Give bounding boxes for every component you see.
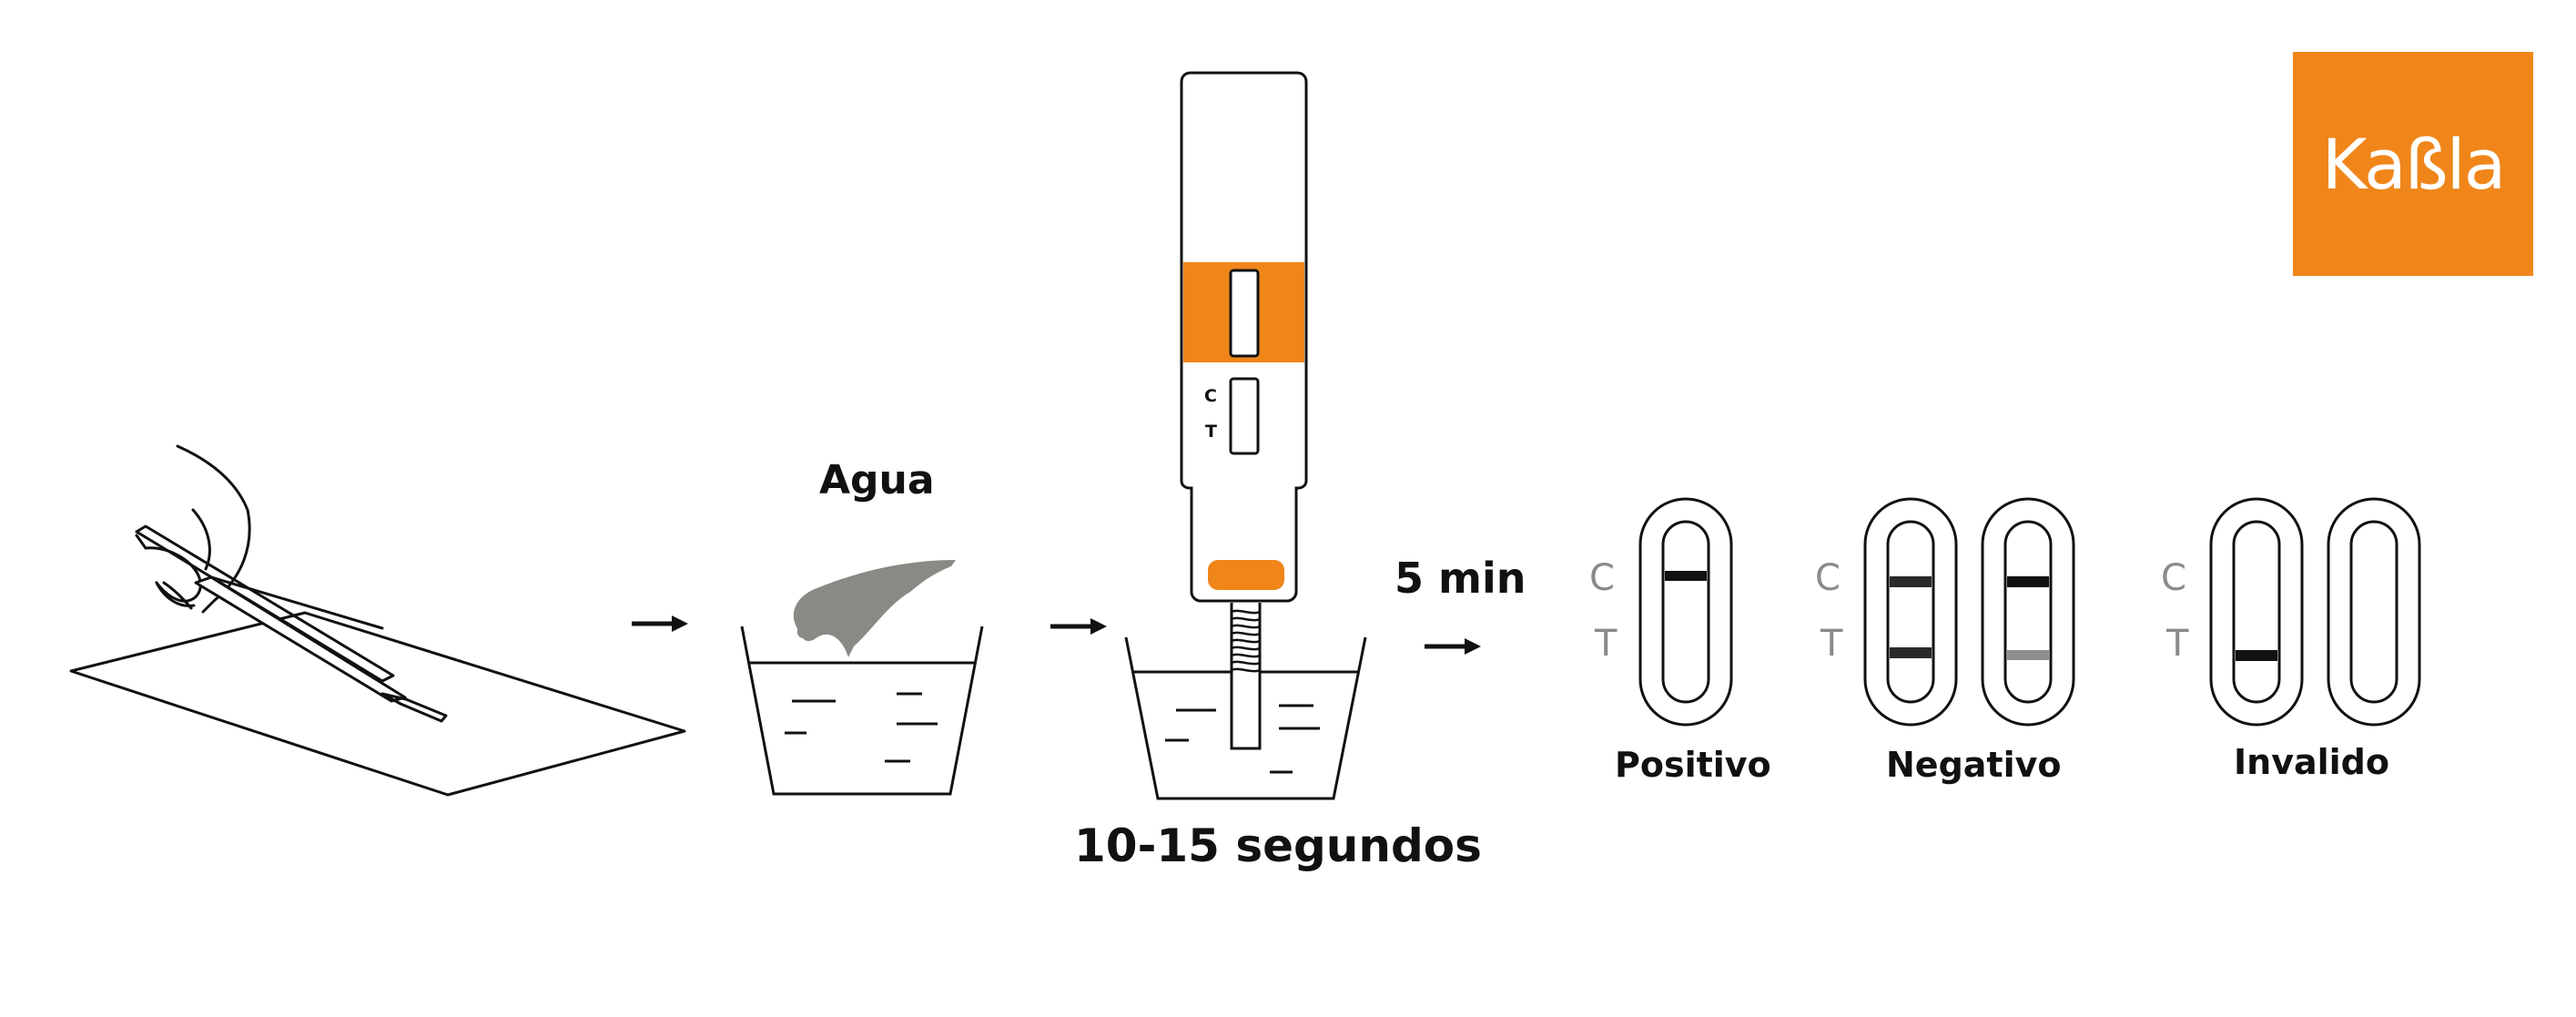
result-positive-icon xyxy=(1638,497,1733,727)
step-1-cut-sample xyxy=(69,444,686,797)
result-invalid-icon xyxy=(2209,497,2304,727)
arrow-right-icon xyxy=(632,615,688,632)
cassette-c-mark: C xyxy=(1204,386,1217,406)
invalid-label: Invalido xyxy=(2234,742,2389,782)
cassette-t-mark: T xyxy=(1205,422,1217,442)
water-splash-icon xyxy=(793,560,956,657)
arrow-right-icon xyxy=(1050,618,1107,635)
paper-sheet-icon xyxy=(69,611,686,797)
result-window-icon xyxy=(1229,377,1260,455)
cassette-pad xyxy=(1208,560,1284,590)
control-line xyxy=(1890,576,1932,587)
positive-t-mark: T xyxy=(1595,623,1618,665)
hand-icon xyxy=(135,444,251,614)
water-label: Agua xyxy=(819,457,935,503)
control-line xyxy=(1665,571,1707,581)
test-cassette-icon xyxy=(1180,71,1308,750)
negative-t-mark: T xyxy=(1820,623,1843,665)
sample-window-icon xyxy=(1229,269,1260,358)
result-invalid-empty-icon xyxy=(2327,497,2421,727)
dip-time-label: 10-15 segundos xyxy=(1074,819,1482,872)
test-line xyxy=(2236,650,2277,661)
invalid-t-mark: T xyxy=(2166,623,2189,665)
brand-name: Kaßla xyxy=(2321,123,2507,205)
arrow-right-icon xyxy=(1425,638,1481,655)
results-panel xyxy=(1638,497,2421,727)
faint-test-line xyxy=(2007,650,2049,660)
invalid-c-mark: C xyxy=(2161,557,2186,599)
control-line xyxy=(2007,576,2049,587)
beaker-icon xyxy=(740,560,984,796)
negative-c-mark: C xyxy=(1815,557,1841,599)
arrows xyxy=(632,615,1481,655)
result-negative-faint-icon xyxy=(1981,497,2075,727)
strip-on-paper-icon xyxy=(135,524,448,723)
positive-c-mark: C xyxy=(1589,557,1615,599)
result-negative-icon xyxy=(1863,497,1958,727)
negative-label: Negativo xyxy=(1886,745,2062,785)
test-line xyxy=(1890,647,1932,658)
positive-label: Positivo xyxy=(1615,745,1771,785)
dip-beaker-icon xyxy=(1124,636,1367,800)
brand-logo: Kaßla xyxy=(2293,52,2533,276)
wait-time-label: 5 min xyxy=(1394,554,1526,603)
